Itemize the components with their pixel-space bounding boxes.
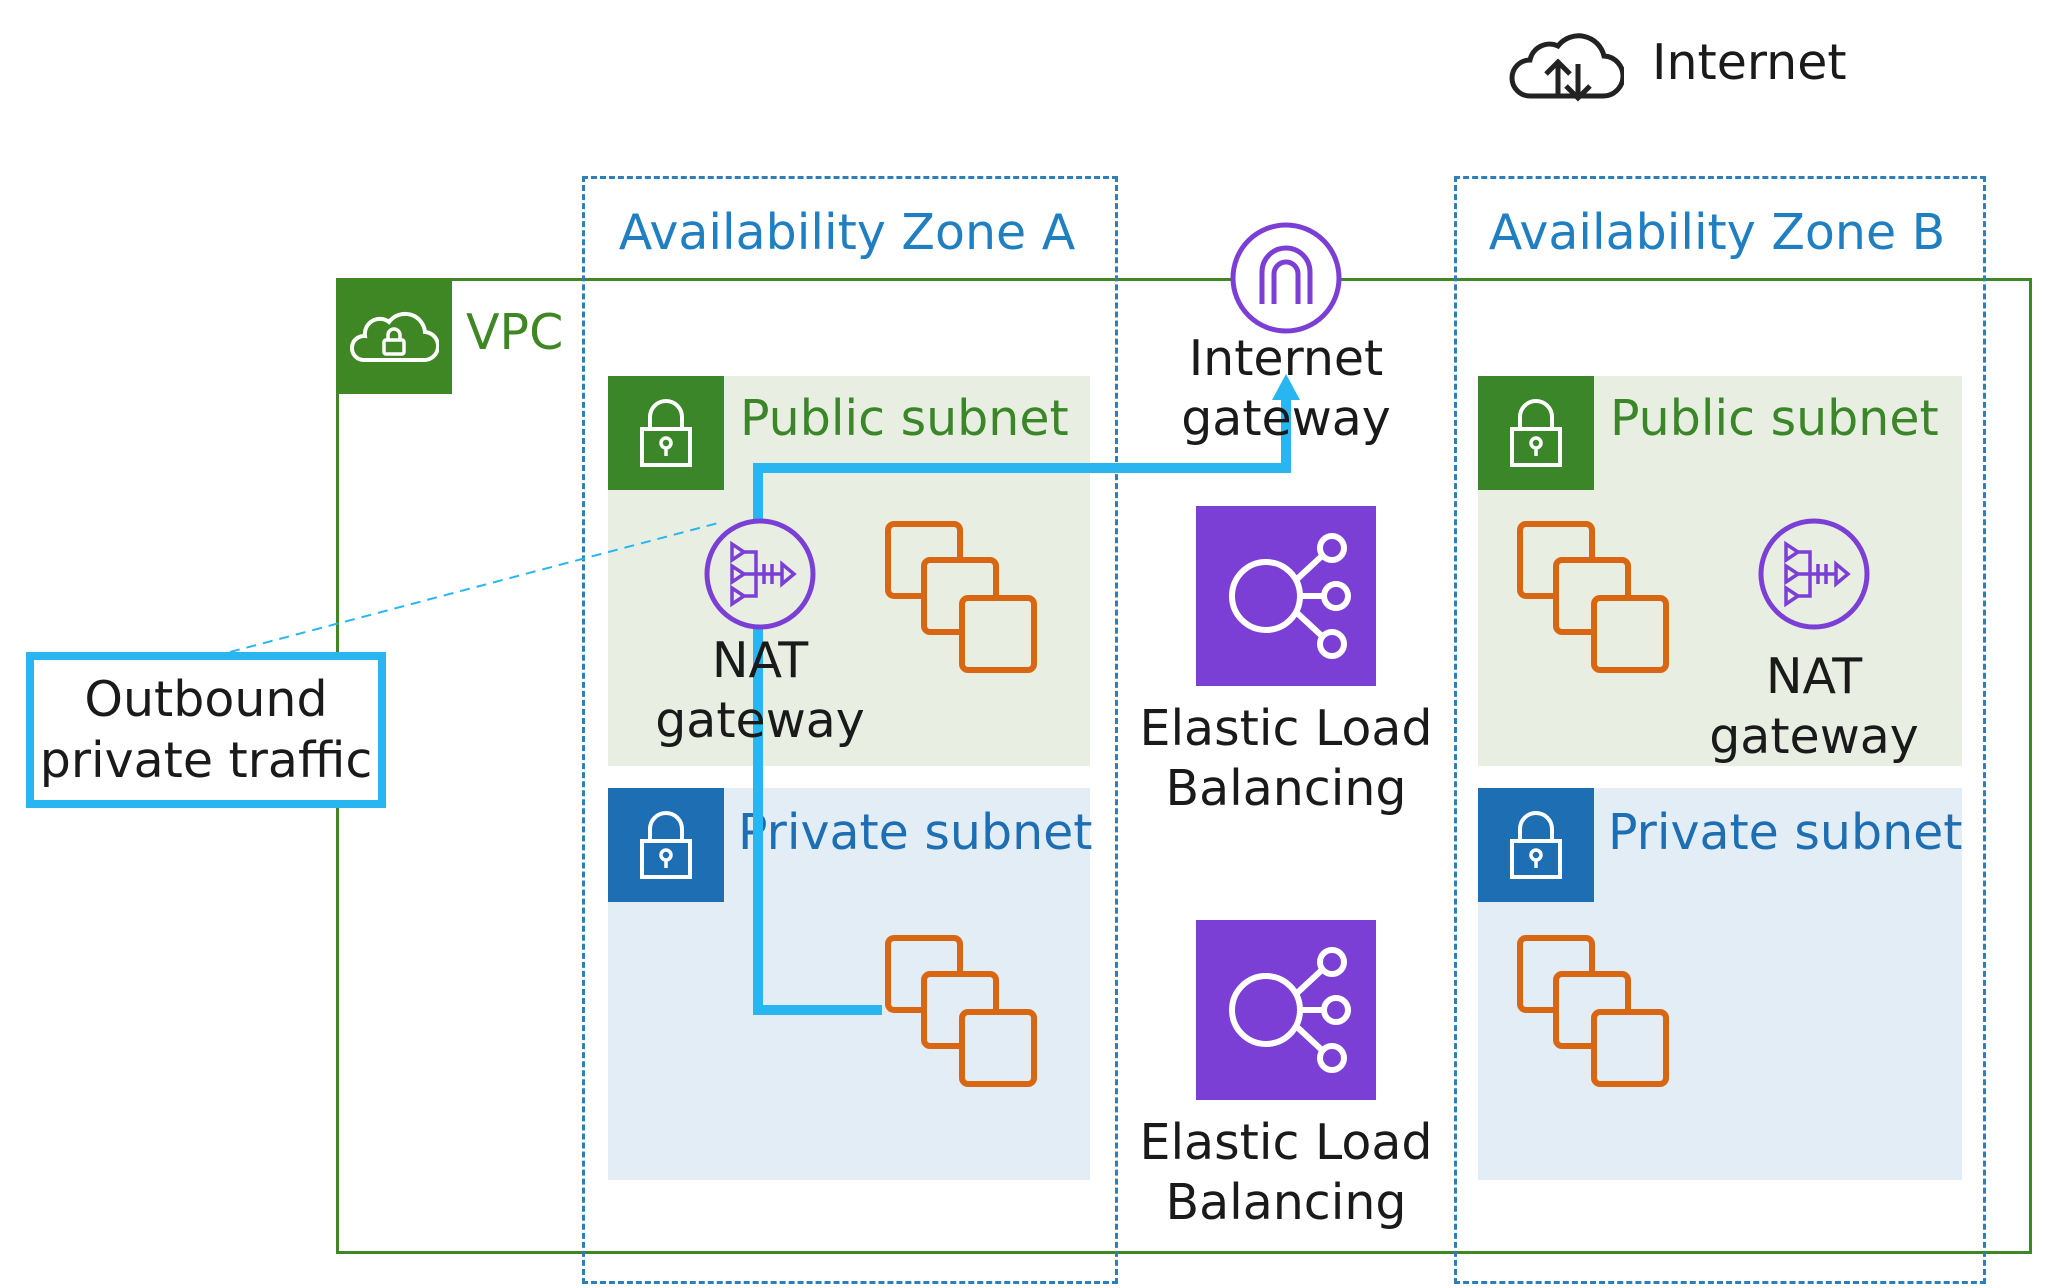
internet-gateway-icon — [1228, 220, 1344, 336]
elastic-load-balancing-icon — [1196, 506, 1376, 686]
outbound-traffic-path — [753, 394, 1291, 1015]
availability-zone-a — [582, 176, 1118, 1284]
outbound-private-traffic-callout: Outbound private traffic — [26, 652, 386, 808]
elb-label-1-line2: Balancing — [1165, 760, 1407, 817]
elb-label-2-line2: Balancing — [1165, 1174, 1407, 1231]
callout-line1: Outbound — [84, 671, 328, 728]
lock-icon — [1478, 376, 1594, 490]
public-subnet-a-title: Public subnet — [740, 390, 1069, 447]
nat-gateway-icon — [1756, 516, 1872, 632]
private-subnet-a-title: Private subnet — [738, 804, 1093, 861]
vpc-icon — [336, 278, 452, 394]
nat-gateway-a-line1: NAT — [711, 632, 809, 689]
ec2-instances-icon — [1516, 934, 1672, 1088]
vpc-label: VPC — [466, 304, 564, 361]
ec2-instances-icon — [884, 934, 1040, 1088]
availability-zone-b — [1454, 176, 1986, 1284]
ec2-instances-icon — [884, 520, 1040, 674]
availability-zone-a-title: Availability Zone A — [618, 204, 1076, 261]
nat-gateway-b-line2: gateway — [1709, 708, 1919, 765]
elb-label-2-line1: Elastic Load — [1139, 1114, 1433, 1171]
internet-gateway-line1: Internet — [1188, 330, 1384, 387]
nat-gateway-icon — [702, 516, 818, 632]
lock-icon — [608, 788, 724, 902]
internet-cloud-icon — [1508, 22, 1624, 102]
callout-line2: private traffic — [39, 732, 373, 789]
elb-label-1-line1: Elastic Load — [1139, 700, 1433, 757]
internet-gateway-line2: gateway — [1181, 390, 1391, 447]
elastic-load-balancing-icon — [1196, 920, 1376, 1100]
traffic-arrowhead — [1272, 374, 1300, 400]
nat-gateway-a-line2: gateway — [655, 692, 865, 749]
internet-label: Internet — [1652, 34, 1847, 91]
ec2-instances-icon — [1516, 520, 1672, 674]
availability-zone-b-title: Availability Zone B — [1488, 204, 1946, 261]
lock-icon — [1478, 788, 1594, 902]
lock-icon — [608, 376, 724, 490]
public-subnet-b-title: Public subnet — [1610, 390, 1939, 447]
private-subnet-b-title: Private subnet — [1608, 804, 1963, 861]
nat-gateway-b-line1: NAT — [1765, 648, 1863, 705]
